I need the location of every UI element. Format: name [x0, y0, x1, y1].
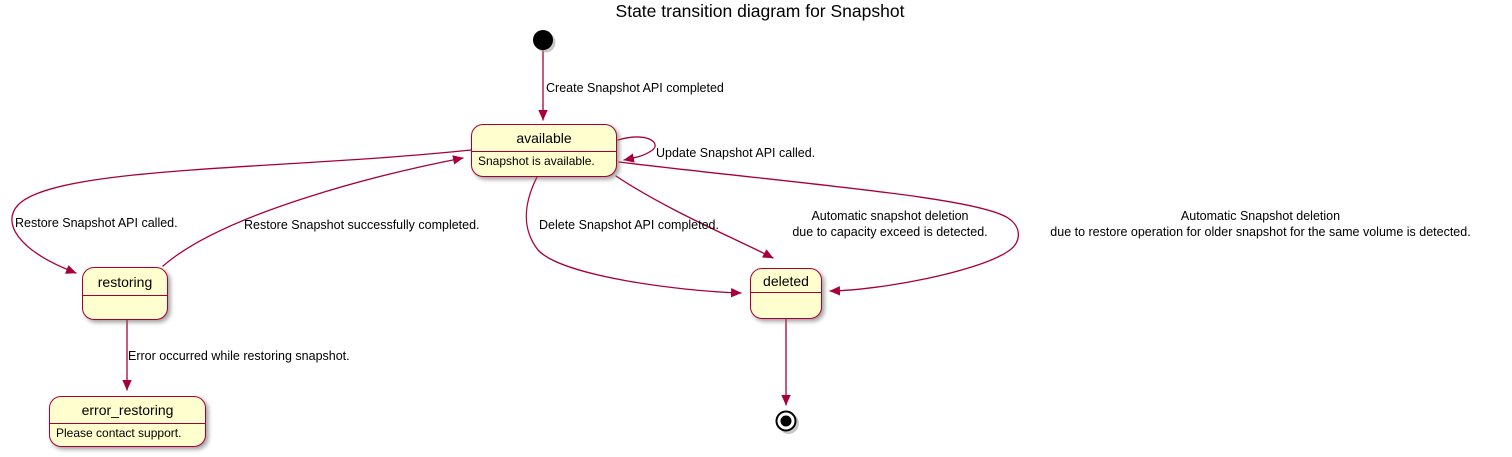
transition-label-restore-older-deletion: Automatic Snapshot deletion due to resto…	[1050, 209, 1471, 239]
edge-available-to-deleted-delete-api	[525, 176, 742, 298]
state-error-restoring-description: Please contact support.	[50, 423, 205, 446]
state-available-description: Snapshot is available.	[472, 151, 616, 176]
final-state-node	[775, 410, 799, 434]
state-error-restoring: error_restoring Please contact support.	[49, 396, 206, 447]
state-deleted-name: deleted	[763, 272, 809, 289]
edge-restoring-to-available	[162, 155, 464, 267]
edge-available-to-deleted-restore-older	[618, 161, 1020, 296]
state-available-name: available	[516, 130, 572, 146]
edge-available-to-deleted-capacity	[615, 175, 774, 259]
edge-available-self-update	[617, 136, 656, 163]
initial-state-node	[533, 30, 556, 53]
transition-label-restore-called: Restore Snapshot API called.	[15, 216, 178, 230]
final-state-dot	[780, 415, 792, 427]
state-restoring-description	[83, 295, 167, 319]
transition-label-restore-completed: Restore Snapshot successfully completed.	[244, 218, 480, 232]
page-title: State transition diagram for Snapshot	[615, 1, 905, 21]
transition-label-create-snapshot: Create Snapshot API completed	[546, 81, 724, 95]
state-available: available Snapshot is available.	[471, 124, 617, 177]
state-error-restoring-name: error_restoring	[81, 402, 174, 418]
transition-label-update-snapshot: Update Snapshot API called.	[656, 146, 816, 160]
edge-available-to-restoring	[11, 149, 472, 274]
transition-label-error-occurred: Error occurred while restoring snapshot.	[128, 349, 350, 363]
transition-label-capacity-deletion: Automatic snapshot deletion due to capac…	[792, 209, 988, 239]
state-deleted: deleted	[750, 268, 822, 319]
initial-state-dot	[533, 30, 553, 50]
state-deleted-description	[751, 292, 821, 318]
transition-label-delete-completed: Delete Snapshot API completed.	[539, 218, 719, 232]
state-restoring-name: restoring	[97, 273, 153, 290]
state-restoring: restoring	[82, 267, 168, 320]
